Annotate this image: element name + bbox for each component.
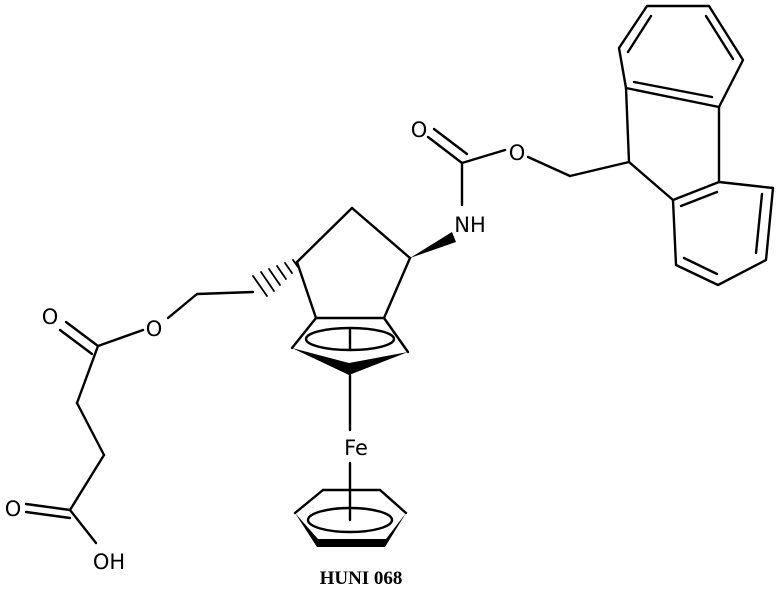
bond-o-carbonyl (460, 148, 507, 165)
atom-label-o-acid: O (5, 497, 22, 521)
lower-cp-aromatic-circle (306, 506, 394, 534)
fused-cyclopentane (252, 206, 456, 320)
compound-caption: HUNI 068 (320, 568, 403, 589)
lower-cp-ring (293, 488, 408, 547)
bond-ch2-o-left (166, 292, 199, 320)
bond-ch-ch2 (568, 160, 631, 178)
fluorene-upper-double-3 (632, 80, 714, 99)
bond-chain-2 (75, 401, 106, 457)
ring-bond-3 (382, 256, 412, 320)
bond-chain-3 (68, 453, 106, 512)
fluorene-group (617, 4, 775, 287)
fluorene-lower-ring (671, 180, 775, 287)
bond-ester-co-1 (64, 320, 100, 348)
fluorene-lower-double-1 (682, 256, 719, 276)
atom-label-o-ester-left: O (146, 317, 163, 341)
bond-o-ester-carbonyl (96, 328, 145, 348)
fluorene-lower-double-3 (679, 190, 719, 208)
fluorene-upper-double-1 (626, 14, 653, 54)
bond-acid-oh (68, 508, 98, 545)
upper-cp-ring (290, 316, 410, 375)
ring-bond-4 (295, 260, 318, 320)
fluorene-lower-double-2 (754, 192, 764, 255)
ring-bond-1 (295, 206, 354, 264)
bond-ch2-o (526, 155, 572, 178)
cp-right-edge (382, 316, 410, 354)
atom-labels: O O NH Fe O O O OH (5, 118, 526, 574)
lower-cp-front-wedge (295, 513, 406, 547)
bond-chain-1 (75, 344, 100, 405)
cp-front-wedge (292, 348, 408, 375)
atom-label-oh: OH (93, 550, 125, 574)
ring-bond-2 (350, 206, 412, 260)
atom-label-fe: Fe (344, 436, 368, 460)
bond-acid-co-2 (24, 510, 72, 520)
fluorene-upper-double-2 (704, 14, 735, 61)
wedge-bond-nh (410, 232, 456, 258)
cp-left-edge (290, 316, 318, 350)
atom-label-nh: NH (454, 213, 486, 237)
hashed-bond-sidechain (252, 259, 299, 297)
bond-acid-co-1 (24, 502, 72, 512)
atom-label-o-carbonyl-top: O (411, 118, 428, 142)
lower-cp-right (378, 488, 408, 515)
atom-label-o-carbonyl-left: O (42, 305, 59, 329)
atom-label-o-ester-top: O (509, 141, 526, 165)
bond-ch2-ch2 (195, 290, 255, 296)
fmoc-linker (426, 127, 631, 207)
succinate-chain (24, 290, 255, 545)
lower-cp-left (293, 488, 325, 515)
bond-ester-co-2 (58, 328, 94, 356)
bond-carbonyl-o-1 (426, 135, 464, 165)
bond-carbonyl-o-2 (432, 127, 469, 156)
